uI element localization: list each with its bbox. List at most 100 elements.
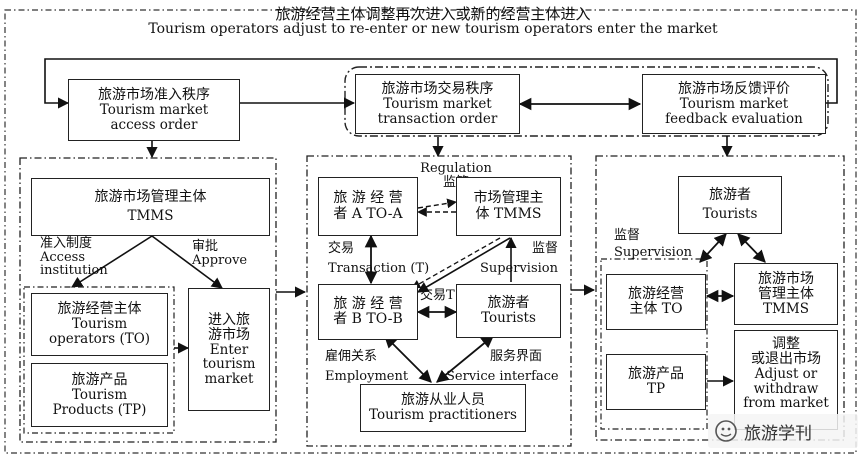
right-to-zh2: 主体 TO — [629, 301, 683, 317]
supervision-label-middle: 监督 Supervision — [478, 242, 558, 275]
to-b-box: 旅 游 经 营 者 B TO-B — [318, 284, 418, 340]
left-to-box: 旅游经营主体 Tourism operators (TO) — [31, 293, 168, 356]
employment-arrow — [384, 335, 432, 383]
transaction-order-zh: 旅游市场交易秩序 — [381, 80, 494, 97]
employment-en: Employment — [325, 368, 409, 384]
right-tourists-zh: 旅游者 — [709, 187, 751, 204]
right-tp-box: 旅游产品 TP — [606, 354, 706, 410]
left-panel-frame — [19, 157, 277, 443]
supervision-right-zh: 监督 — [614, 228, 641, 243]
diagram-title-zh: 旅游经营主体调整再次进入或新的经营主体进入 — [275, 5, 591, 23]
left-tp-zh: 旅游产品 — [71, 371, 128, 388]
regulation-en: Regulation — [420, 161, 492, 176]
to-a-zh: 旅 游 经 营 — [333, 190, 403, 207]
enter-market-box: 进入旅 游市场 Enter tourism market — [188, 288, 270, 411]
practitioners-zh: 旅游从业人员 — [401, 392, 485, 409]
watermark: 旅游学刊 — [708, 414, 858, 448]
enter-market-en3: market — [204, 370, 254, 387]
supervision-label-right: 监督 Supervision — [614, 229, 692, 259]
left-to-zh: 旅游经营主体 — [57, 301, 142, 318]
right-to-box: 旅游经营 主体 TO — [606, 274, 706, 330]
adjust-en2: withdraw — [753, 380, 819, 397]
adjust-zh1: 调整 — [772, 336, 800, 352]
access-institution-en1: Access — [40, 249, 85, 265]
access-order-zh: 旅游市场准入秩序 — [98, 86, 210, 103]
access-institution-label: 准入制度 Access institution — [40, 237, 108, 278]
right-tourists-to-arrow — [699, 233, 727, 263]
enter-market-zh2: 游市场 — [208, 326, 250, 343]
access-institution-en2: institution — [40, 263, 108, 279]
left-inner-frame — [23, 286, 175, 434]
left-tp-en2: Products (TP) — [52, 401, 147, 418]
employment-zh: 雇佣关系 — [325, 349, 378, 364]
outer-frame — [4, 9, 857, 454]
service-interface-zh: 服务界面 — [490, 349, 543, 364]
left-to-en1: Tourism — [71, 316, 128, 333]
middle-tmms-zh: 市场管理主 — [473, 190, 544, 207]
adjust-en1: Adjust or — [754, 366, 818, 383]
transaction-label: 交易 Transaction (T) — [328, 242, 429, 275]
left-tp-en1: Tourism — [71, 386, 128, 403]
left-tmms-zh: 旅游市场管理主体 — [94, 189, 207, 206]
feedback-evaluation-en1: Tourism market — [679, 95, 789, 112]
middle-tourists-en: Tourists — [481, 310, 536, 327]
access-order-en2: access order — [110, 116, 198, 133]
transaction-order-en2: transaction order — [377, 110, 498, 127]
enter-market-en1: Enter — [209, 341, 249, 358]
practitioners-box: 旅游从业人员 Tourism practitioners — [360, 384, 526, 432]
access-institution-zh: 准入制度 — [40, 236, 93, 251]
transaction-order-box: 旅游市场交易秩序 Tourism market transaction orde… — [355, 74, 520, 134]
transaction-zh: 交易 — [328, 241, 355, 256]
enter-market-en2: tourism — [202, 356, 256, 373]
right-to-zh: 旅游经营 — [628, 285, 684, 302]
to-a-zh2: 者 A TO-A — [333, 205, 403, 222]
toa-tmms-dashed-arrow — [417, 198, 457, 209]
practitioners-en: Tourism practitioners — [369, 407, 517, 424]
adjust-en3: from market — [743, 395, 829, 412]
watermark-text: 旅游学刊 — [744, 423, 812, 444]
feedback-evaluation-zh: 旅游市场反馈评价 — [678, 80, 790, 97]
right-tmms-box: 旅游市场 管理主体 TMMS — [734, 263, 838, 325]
left-tp-box: 旅游产品 Tourism Products (TP) — [31, 363, 168, 427]
wechat-icon — [715, 420, 737, 442]
diagram-title-en: Tourism operators adjust to re-enter or … — [148, 21, 718, 37]
approve-arrow — [151, 235, 223, 289]
feedback-loop-arrow — [44, 58, 838, 109]
middle-tourists-zh: 旅游者 — [487, 295, 530, 312]
right-tmms-en: TMMS — [763, 300, 809, 317]
middle-panel-frame — [306, 155, 572, 447]
access-order-en1: Tourism market — [99, 101, 209, 118]
trade-t-label: 交易T — [420, 288, 455, 303]
tmms-tob-dashed-arrow — [411, 237, 501, 289]
middle-tmms-box: 市场管理主 体 TMMS — [456, 177, 561, 236]
right-tourists-tmms-arrow — [737, 233, 766, 263]
to-b-zh2: 者 B TO-B — [333, 311, 403, 327]
service-interface-label: 服务界面 Service interface — [446, 350, 559, 383]
access-institution-arrow — [71, 235, 153, 288]
left-to-en2: operators (TO) — [48, 331, 151, 348]
middle-tourists-box: 旅游者 Tourists — [456, 284, 561, 338]
right-tourists-en: Tourists — [702, 206, 758, 223]
tmms-tob-arrow — [417, 237, 511, 293]
supervision-right-en: Supervision — [614, 244, 693, 260]
approve-label: 审批 Approve — [192, 240, 247, 267]
adjust-zh2: 或退出市场 — [751, 351, 821, 368]
supervision-middle-zh: 监督 — [531, 241, 558, 256]
approve-zh: 审批 — [192, 239, 219, 254]
left-tmms-box: 旅游市场管理主体 TMMS — [31, 178, 270, 236]
access-order-box: 旅游市场准入秩序 Tourism market access order — [68, 79, 240, 141]
adjust-withdraw-box: 调整 或退出市场 Adjust or withdraw from market — [734, 330, 838, 430]
right-tp-en: TP — [646, 381, 666, 398]
supervision-middle-en: Supervision — [479, 260, 558, 276]
transaction-en: Transaction (T) — [328, 260, 430, 276]
right-tmms-zh2: 管理主体 — [758, 285, 814, 302]
left-tmms-en: TMMS — [127, 208, 174, 225]
right-tourists-box: 旅游者 Tourists — [678, 176, 782, 234]
enter-market-zh1: 进入旅 — [208, 311, 250, 328]
employment-label: 雇佣关系 Employment — [325, 350, 408, 383]
service-interface-en: Service interface — [446, 368, 559, 384]
to-a-box: 旅 游 经 营 者 A TO-A — [318, 177, 418, 236]
approve-en: Approve — [192, 252, 248, 268]
